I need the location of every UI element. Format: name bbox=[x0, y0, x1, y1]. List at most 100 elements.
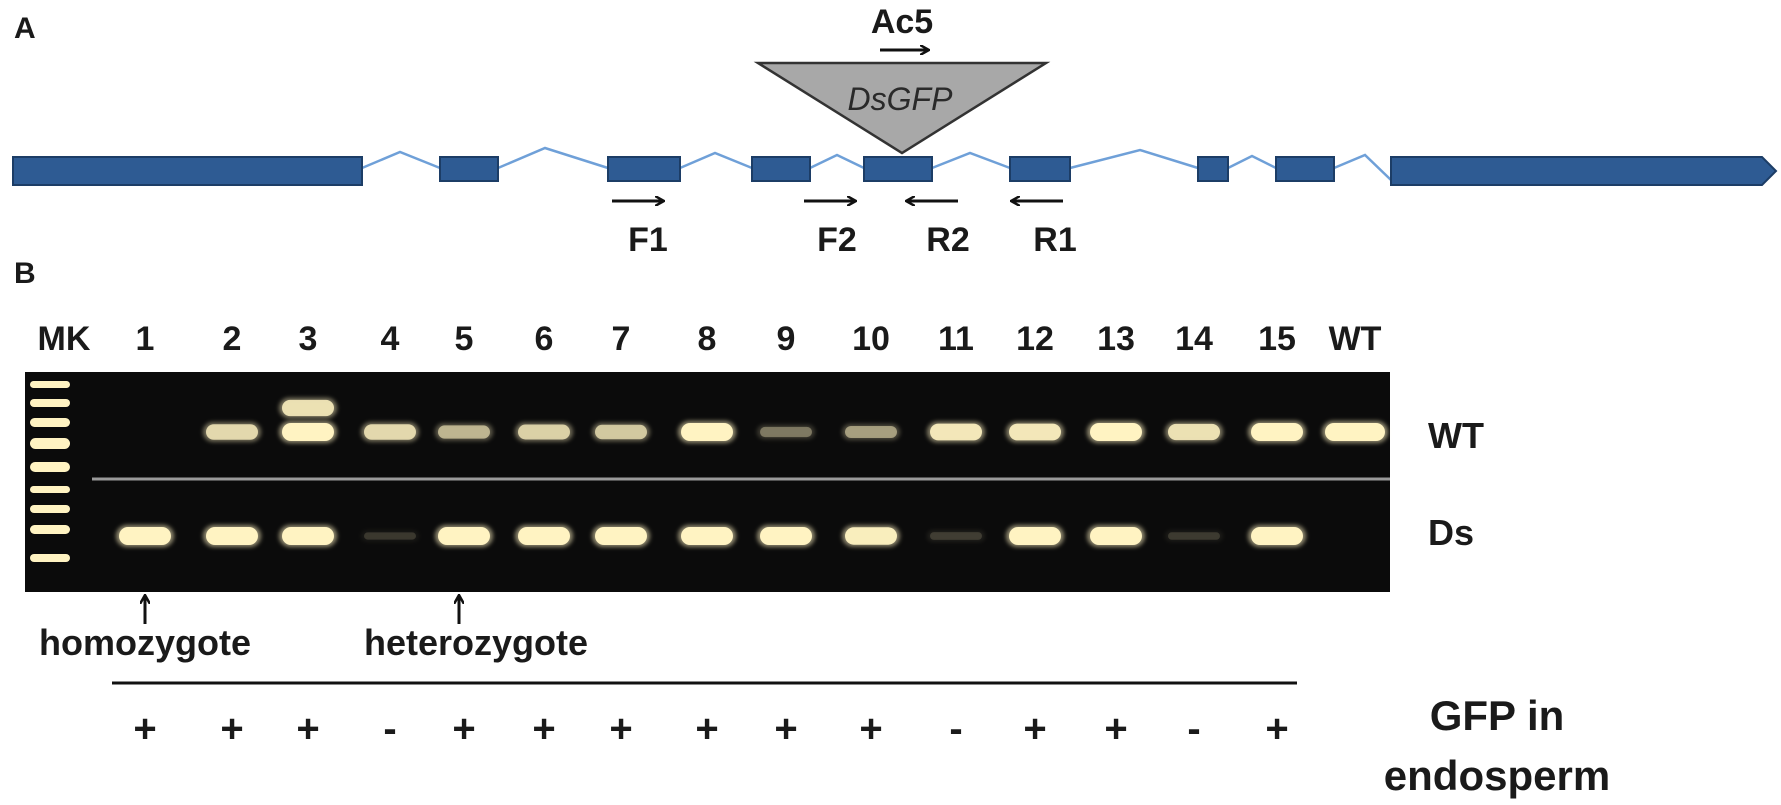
marker-band bbox=[30, 438, 70, 449]
ds-band bbox=[1168, 532, 1220, 540]
lane-label: 2 bbox=[223, 320, 242, 358]
ds-bands bbox=[116, 525, 1306, 547]
lane-label: 7 bbox=[612, 320, 631, 358]
primer-r1-label: R1 bbox=[1033, 221, 1076, 259]
wt-band bbox=[438, 425, 490, 439]
marker-band bbox=[30, 462, 70, 472]
gfp-sign: - bbox=[383, 707, 396, 751]
exon-8 bbox=[1275, 156, 1335, 182]
ds-band bbox=[595, 527, 647, 545]
exon-9-arrow bbox=[1390, 156, 1778, 186]
ds-band bbox=[1090, 527, 1142, 545]
intron-1 bbox=[361, 150, 441, 170]
gfp-sign: + bbox=[133, 707, 156, 751]
lane-label: 13 bbox=[1097, 320, 1135, 358]
wt-band bbox=[364, 424, 416, 440]
wt-band bbox=[760, 426, 812, 438]
ds-band-glow bbox=[927, 530, 985, 542]
lane-label: 8 bbox=[698, 320, 717, 358]
wt-band bbox=[1168, 423, 1220, 441]
gfp-sign: + bbox=[1265, 707, 1288, 751]
intron-2 bbox=[497, 146, 609, 170]
gfp-sign: - bbox=[949, 707, 962, 751]
wt-band bbox=[1090, 423, 1142, 441]
lane-label: 9 bbox=[777, 320, 796, 358]
intron-6 bbox=[1069, 148, 1199, 170]
lane-label: 1 bbox=[136, 320, 155, 358]
wt-bands bbox=[203, 397, 1388, 443]
lane-label: 5 bbox=[455, 320, 474, 358]
ds-band bbox=[845, 527, 897, 545]
gfp-sign: + bbox=[296, 707, 319, 751]
wt-band bbox=[681, 423, 733, 441]
intron-4 bbox=[809, 153, 865, 170]
ds-band bbox=[364, 532, 416, 540]
ds-band bbox=[438, 527, 490, 545]
gel-image bbox=[25, 372, 1390, 592]
lane-label: WT bbox=[1329, 320, 1382, 358]
gfp-signs: +++-++++++-++-+ bbox=[133, 707, 1288, 751]
ds-band bbox=[1009, 527, 1061, 545]
panel-a-letter: A bbox=[14, 12, 36, 45]
lane-label: 10 bbox=[852, 320, 890, 358]
ds-band bbox=[1251, 527, 1303, 545]
exon-1 bbox=[12, 156, 363, 186]
intron-5 bbox=[931, 151, 1011, 170]
intron-7 bbox=[1227, 154, 1277, 170]
marker-ladder bbox=[30, 381, 70, 562]
gfp-sign: + bbox=[609, 707, 632, 751]
marker-band bbox=[30, 486, 70, 493]
ds-band bbox=[206, 527, 258, 545]
lane-label: 4 bbox=[381, 320, 400, 358]
exon-2 bbox=[439, 156, 499, 182]
marker-band bbox=[30, 525, 70, 534]
ds-band-glow bbox=[1165, 530, 1223, 542]
ds-band-glow bbox=[361, 530, 419, 542]
gfp-sign: + bbox=[1104, 707, 1127, 751]
lane-label: 12 bbox=[1016, 320, 1054, 358]
gfp-sign: - bbox=[1187, 707, 1200, 751]
marker-band bbox=[30, 399, 70, 407]
gfp-title-line2: endosperm bbox=[1384, 752, 1610, 799]
lane-label: 15 bbox=[1258, 320, 1296, 358]
wt-band bbox=[206, 424, 258, 440]
exon-6 bbox=[1009, 156, 1071, 182]
primer-ac5-label: Ac5 bbox=[871, 3, 933, 41]
gfp-sign: + bbox=[1023, 707, 1046, 751]
homozygote-label: homozygote bbox=[39, 622, 251, 663]
exon-4 bbox=[751, 156, 811, 182]
marker-band bbox=[30, 505, 70, 513]
gfp-sign: + bbox=[774, 707, 797, 751]
gfp-sign: + bbox=[532, 707, 555, 751]
row-label-wt: WT bbox=[1428, 415, 1484, 456]
gfp-sign: + bbox=[695, 707, 718, 751]
intron-3 bbox=[679, 151, 753, 170]
lane-label: 11 bbox=[938, 320, 974, 358]
ds-band bbox=[760, 527, 812, 545]
wt-band bbox=[1009, 423, 1061, 441]
primer-r2-label: R2 bbox=[926, 221, 969, 259]
wt-band-glow bbox=[757, 424, 815, 440]
wt-upper-band bbox=[282, 399, 334, 417]
exon-3 bbox=[607, 156, 681, 182]
marker-band bbox=[30, 554, 70, 562]
wt-band bbox=[1325, 423, 1385, 441]
lane-label: 6 bbox=[535, 320, 554, 358]
lane-label: 14 bbox=[1175, 320, 1213, 358]
row-label-ds: Ds bbox=[1428, 512, 1474, 553]
wt-band bbox=[595, 424, 647, 440]
dsgfp-label: DsGFP bbox=[848, 81, 954, 117]
gfp-sign: + bbox=[220, 707, 243, 751]
ds-band bbox=[930, 532, 982, 540]
primer-f2-label: F2 bbox=[817, 221, 857, 259]
dsgfp-insertion-triangle bbox=[753, 61, 1051, 155]
panel-b-letter: B bbox=[14, 257, 36, 290]
gene-model bbox=[12, 146, 1778, 186]
wt-band bbox=[845, 426, 897, 438]
lane-label: 3 bbox=[299, 320, 318, 358]
gfp-sign: + bbox=[452, 707, 475, 751]
exon-7 bbox=[1197, 156, 1229, 182]
ds-band bbox=[518, 527, 570, 545]
